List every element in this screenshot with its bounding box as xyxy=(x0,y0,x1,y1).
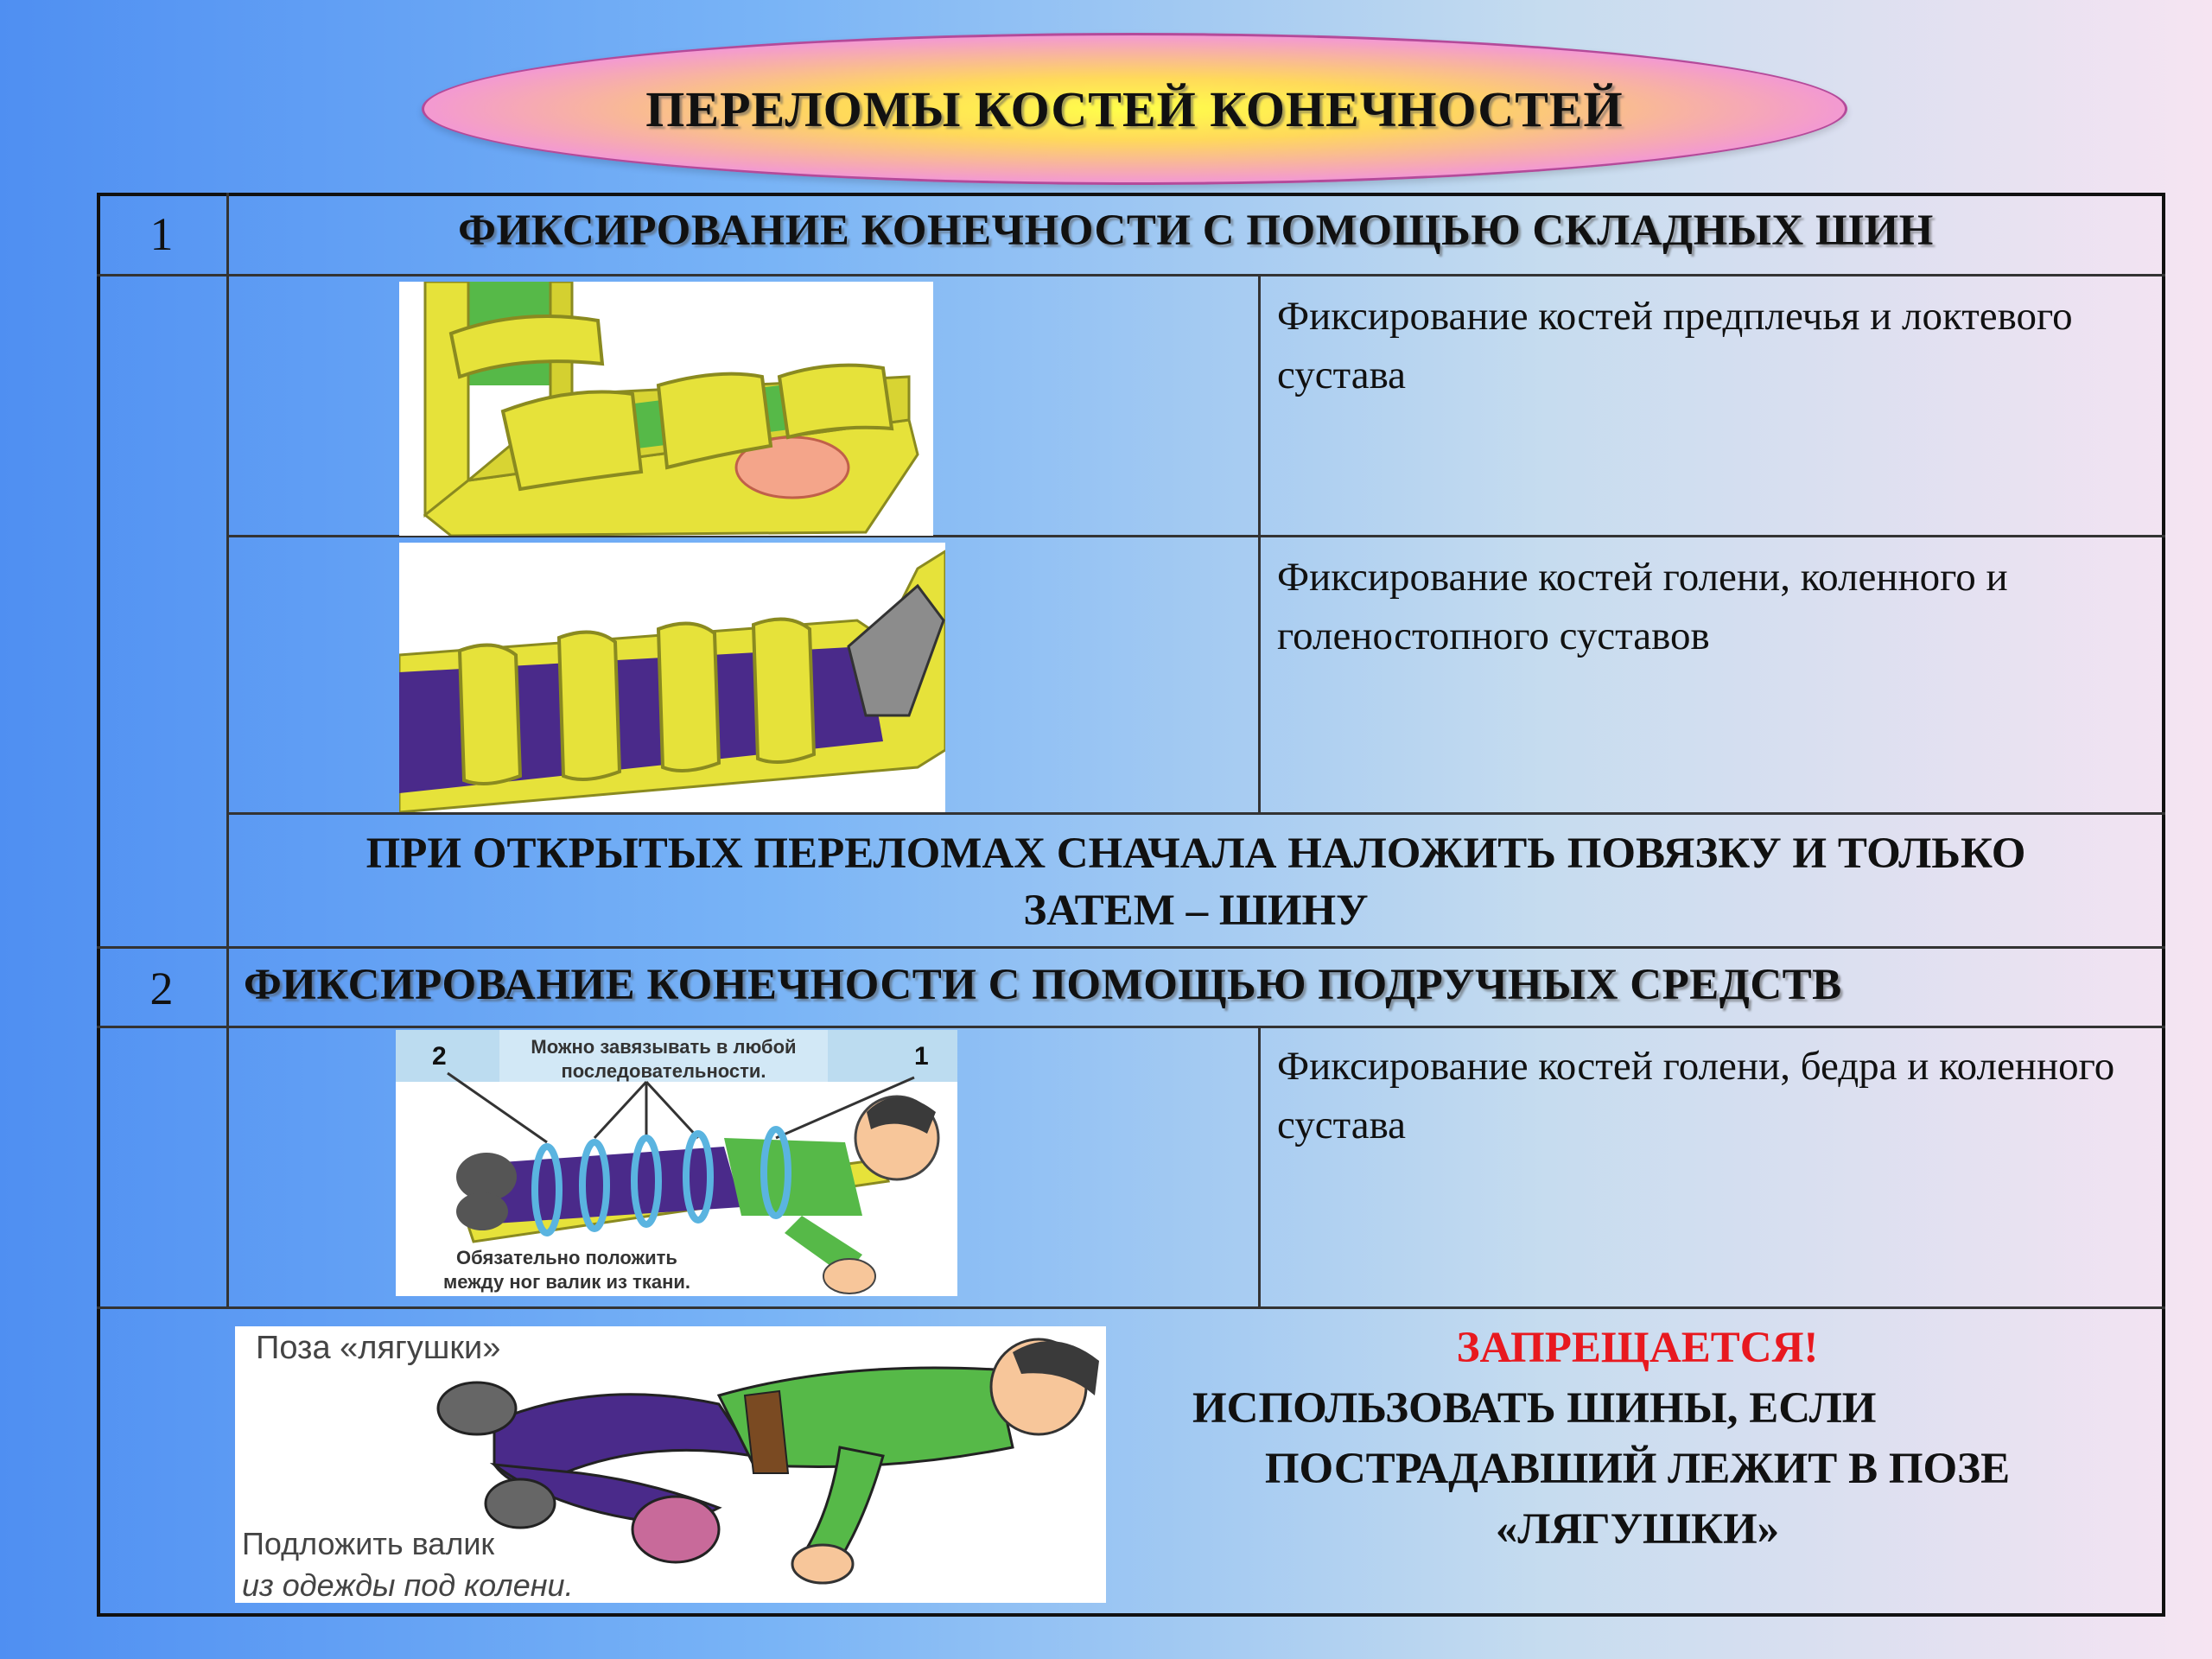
image-caption-bottom-line-1: Обязательно положить xyxy=(456,1247,677,1268)
frog-image-title: Поза «лягушки» xyxy=(256,1330,501,1366)
section-1-heading: ФИКСИРОВАНИЕ КОНЕЧНОСТИ С ПОМОЩЬЮ СКЛАДН… xyxy=(458,207,1934,255)
row-divider xyxy=(97,1306,2165,1309)
row-divider xyxy=(97,946,2165,949)
column-divider xyxy=(1258,274,1261,812)
improvised-description: Фиксирование костей голени, бедра и коле… xyxy=(1277,1044,2115,1147)
frog-image-caption-line-1: Подложить валик xyxy=(242,1526,495,1561)
warning-title: ЗАПРЕЩАЕТСЯ! xyxy=(1456,1324,1819,1372)
image-marker-right: 1 xyxy=(914,1042,929,1071)
row-divider xyxy=(97,1026,2165,1028)
improvised-splint-image: 2 1 Можно завязывать в любой последовате… xyxy=(396,1030,957,1296)
image-caption-bottom-line-2: между ног валик из ткани. xyxy=(442,1271,690,1293)
row-divider xyxy=(226,812,2165,815)
leg-description: Фиксирование костей голени, коленного и … xyxy=(1277,555,2008,658)
warning-line-1: ИСПОЛЬЗОВАТЬ ШИНЫ, ЕСЛИ xyxy=(1192,1384,1877,1433)
section-2-heading: ФИКСИРОВАНИЕ КОНЕЧНОСТИ С ПОМОЩЬЮ ПОДРУЧ… xyxy=(244,961,1842,1009)
warning-line-3: «ЛЯГУШКИ» xyxy=(1495,1505,1780,1554)
section-1-number: 1 xyxy=(149,208,174,260)
frog-pose-image: Поза «лягушки» Подложить валик из одежды… xyxy=(235,1326,1106,1603)
open-fracture-note: ПРИ ОТКРЫТЫХ ПЕРЕЛОМАХ СНАЧАЛА НАЛОЖИТЬ … xyxy=(226,825,2165,939)
image-caption-top: Можно завязывать в любой последовательно… xyxy=(491,1035,836,1084)
frog-image-caption: Подложить валик из одежды под колени. xyxy=(242,1523,574,1603)
note-line-1: ПРИ ОТКРЫТЫХ ПЕРЕЛОМАХ СНАЧАЛА НАЛОЖИТЬ … xyxy=(365,830,2026,878)
forearm-splint-image xyxy=(399,282,933,536)
row-divider xyxy=(226,535,2165,537)
column-divider xyxy=(1258,1026,1261,1306)
row-divider xyxy=(97,274,2165,276)
column-divider xyxy=(226,193,229,1306)
title-banner: ПЕРЕЛОМЫ КОСТЕЙ КОНЕЧНОСТЕЙ xyxy=(422,33,1847,185)
leg-splint-image xyxy=(399,543,945,812)
frog-image-caption-line-2: из одежды под колени. xyxy=(242,1567,574,1603)
image-marker-left: 2 xyxy=(432,1042,447,1071)
image-caption-top-line-1: Можно завязывать в любой xyxy=(531,1036,797,1058)
forearm-description: Фиксирование костей предплечья и локтево… xyxy=(1277,294,2073,397)
page-title: ПЕРЕЛОМЫ КОСТЕЙ КОНЕЧНОСТЕЙ xyxy=(645,80,1624,137)
warning-line-2: ПОСТРАДАВШИЙ ЛЕЖИТ В ПОЗЕ xyxy=(1264,1445,2011,1493)
note-line-2: ЗАТЕМ – ШИНУ xyxy=(1023,887,1369,935)
image-caption-top-line-2: последовательности. xyxy=(561,1060,766,1082)
fracture-table xyxy=(97,193,2165,1617)
frog-warning: ЗАПРЕЩАЕТСЯ! ИСПОЛЬЗОВАТЬ ШИНЫ, ЕСЛИ ПОС… xyxy=(1184,1318,2091,1560)
section-2-number: 2 xyxy=(149,963,174,1014)
image-caption-bottom: Обязательно положить между ног валик из … xyxy=(403,1246,731,1294)
